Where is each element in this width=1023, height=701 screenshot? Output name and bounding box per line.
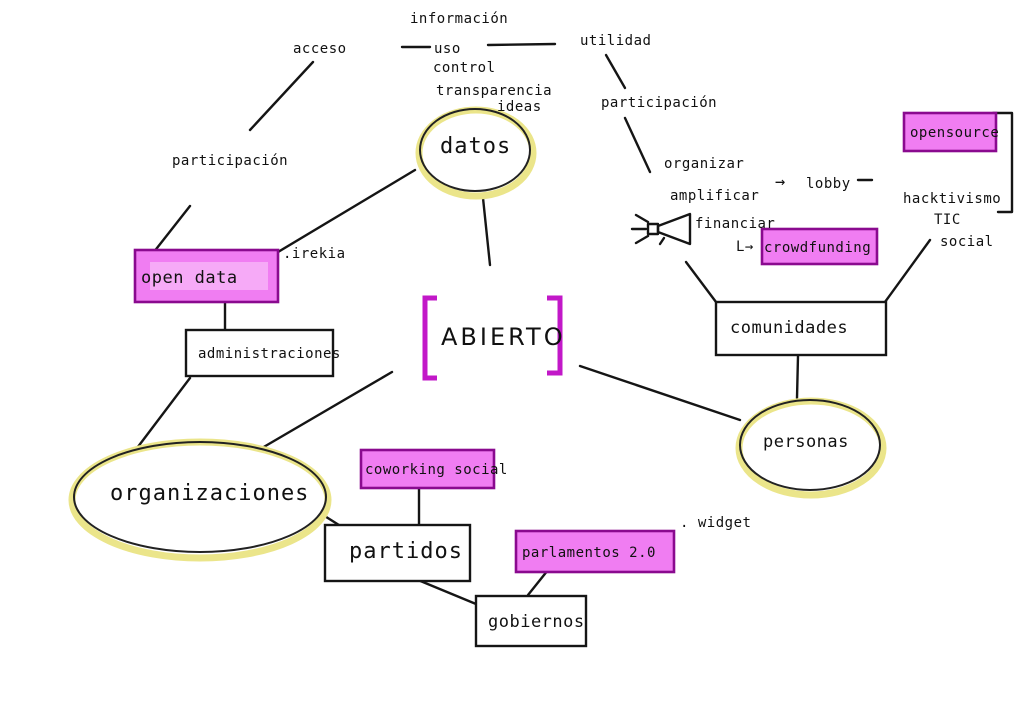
opensource-label: opensource (910, 125, 999, 141)
node-datos: datos (415, 106, 537, 200)
word-participacion-left: participación (172, 153, 288, 169)
abierto-label: ABIERTO (441, 323, 566, 351)
word-social: social (940, 234, 994, 250)
line-partidos-gobiernos (416, 578, 478, 606)
highlight-open-data: open data (133, 248, 280, 304)
word-financiar: financiar (695, 216, 775, 232)
node-organizaciones: organizaciones (68, 438, 332, 562)
node-comunidades: comunidades (714, 300, 888, 357)
line-acceso-participacion (248, 60, 315, 132)
node-administraciones: administraciones (184, 328, 341, 378)
word-lobby: lobby (806, 176, 851, 192)
word-transparencia: transparencia (436, 83, 552, 99)
highlight-crowdfunding: crowdfunding (760, 227, 879, 266)
crowdfunding-label: crowdfunding (764, 240, 871, 256)
word-organizar: organizar (664, 156, 744, 172)
word-participacion-right: participación (601, 95, 717, 111)
line-uso-utilidad (486, 42, 557, 47)
word-acceso: acceso (293, 41, 347, 57)
highlight-parlamentos: parlamentos 2.0 (514, 529, 676, 574)
line-datos-abierto (481, 196, 492, 267)
comunidades-label: comunidades (730, 318, 848, 338)
arrow-to-crowdfunding: L→ (736, 239, 754, 255)
administraciones-label: administraciones (198, 346, 341, 362)
datos-label: datos (440, 134, 511, 159)
partidos-label: partidos (349, 539, 463, 564)
line-participacion-organizar (623, 116, 652, 174)
line-comunidades-personas (795, 354, 800, 400)
arrow-to-lobby: → (775, 172, 786, 192)
word-utilidad: utilidad (580, 33, 651, 49)
line-abierto-personas (578, 364, 742, 422)
line-datos-opendata (266, 168, 417, 260)
right-bracket (547, 295, 563, 376)
right-annotations: organizar amplificar financiar → lobby L… (283, 156, 1001, 531)
word-amplificar: amplificar (670, 188, 759, 204)
coworking-social-label: coworking social (365, 462, 508, 478)
open-data-label: open data (141, 268, 238, 288)
node-abierto: ABIERTO (422, 295, 566, 381)
word-irekia: .irekia (283, 246, 346, 262)
highlight-coworking-social: coworking social (359, 448, 508, 490)
connector-lines (126, 42, 1014, 606)
line-parlamentos-gobiernos (526, 568, 550, 597)
node-personas: personas (735, 397, 887, 499)
left-bracket (422, 295, 437, 381)
word-ideas: ideas (497, 99, 542, 115)
word-informacion: información (410, 11, 508, 27)
node-partidos: partidos (323, 523, 472, 583)
line-amplificar-comunidades (684, 260, 718, 304)
megaphone-icon (630, 212, 692, 246)
node-gobiernos: gobiernos (474, 594, 588, 648)
highlight-opensource: opensource (902, 111, 999, 153)
word-tic: TIC (934, 212, 961, 228)
bracket-opensource-hacktivismo (991, 111, 1014, 214)
line-utilidad-participacion (604, 53, 627, 90)
personas-label: personas (763, 432, 849, 452)
gobiernos-label: gobiernos (488, 612, 585, 632)
word-uso: uso (434, 41, 461, 57)
word-hacktivismo: hacktivismo (903, 191, 1001, 207)
line-social-comunidades (883, 238, 932, 304)
word-widget: . widget (680, 515, 751, 531)
word-control: control (433, 60, 496, 76)
top-words: información uso control transparencia id… (172, 11, 717, 169)
organizaciones-label: organizaciones (110, 481, 309, 506)
line-abierto-organizaciones (260, 370, 394, 450)
parlamentos-label: parlamentos 2.0 (522, 545, 656, 561)
